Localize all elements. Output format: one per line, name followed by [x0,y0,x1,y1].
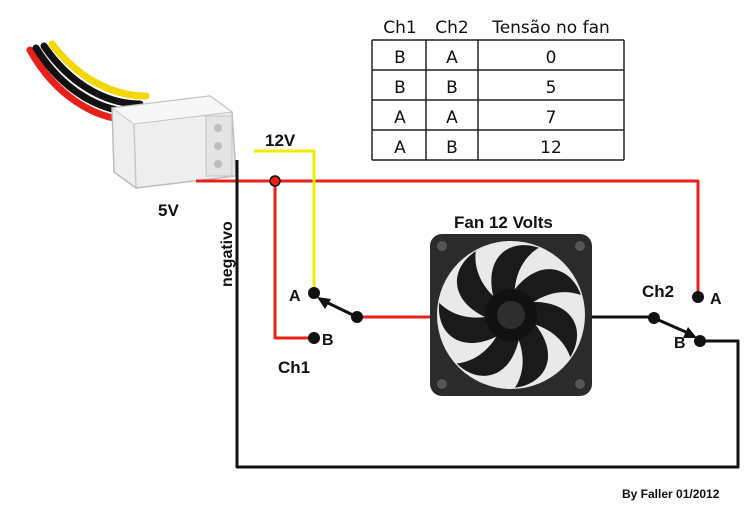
fan-hub-center [497,301,525,329]
table-header-voltage: Tensão no fan [491,18,610,38]
label-fan-title: Fan 12 Volts [454,213,553,232]
wire-12v [254,149,316,292]
cable-black [40,42,144,108]
wire-junction [269,175,281,187]
label-ch1-b: B [322,332,334,349]
table-cell: A [394,108,406,128]
connector-pin [214,142,222,150]
label-ch2: Ch2 [642,282,674,301]
wire-5v [196,179,700,340]
fan-screw-hole [575,241,585,251]
switch-ch1 [308,287,363,344]
switch-ch2-lever [653,316,689,335]
label-negative: negativo [219,221,236,287]
fan-rotor [439,245,581,388]
wire-ground [235,160,740,469]
fan-screw-hole [437,241,447,251]
connector-pin [214,160,222,168]
label-ch1: Ch1 [278,358,310,377]
table-header-ch1: Ch1 [383,18,416,38]
fan-blade [524,301,578,358]
table-cell: 12 [540,138,562,158]
switch-ch2 [648,291,706,347]
label-ch1-a: A [289,288,301,305]
table-cell: B [446,78,458,98]
connector-edge [133,123,137,189]
table-cell: A [394,138,406,158]
switch-ch1-terminal-b [308,332,320,344]
fan [430,234,592,396]
label-ch2-b: B [674,335,686,352]
label-5v: 5V [158,201,179,220]
table-cell: B [394,78,406,98]
switch-ch1-terminal-a [308,287,320,299]
connector-pin [214,124,222,132]
fan-blade [439,302,497,343]
truth-table: Ch1 Ch2 Tensão no fan B A 0 B B 5 A A 7 … [371,18,625,161]
wire-ground-main [235,160,740,469]
table-cell: 7 [546,108,557,128]
table-cell: B [446,138,458,158]
table-cell: 5 [546,78,557,98]
label-ch2-a: A [710,291,722,308]
cable-yellow [48,40,150,100]
table-cell: B [394,48,406,68]
table-cell: A [446,108,458,128]
table-header-ch2: Ch2 [435,18,468,38]
switch-ch2-arrow [683,327,697,338]
label-12v: 12V [265,131,296,150]
wire-5v-main [196,179,700,297]
switch-ch1-arrow [317,297,331,309]
wire-5v-ch1-b [273,181,312,340]
switch-ch1-lever [325,300,358,319]
fan-screw-hole [437,379,447,389]
label-credit: By Faller 01/2012 [622,487,720,501]
molex-connector [110,95,237,189]
switch-ch2-terminal-a [692,291,704,303]
connector-top [110,95,234,125]
fan-screw-hole [575,379,585,389]
fan-blade [513,324,549,388]
table-cell: 0 [546,48,557,68]
table-cell: A [446,48,458,68]
fan-blade [491,245,539,301]
